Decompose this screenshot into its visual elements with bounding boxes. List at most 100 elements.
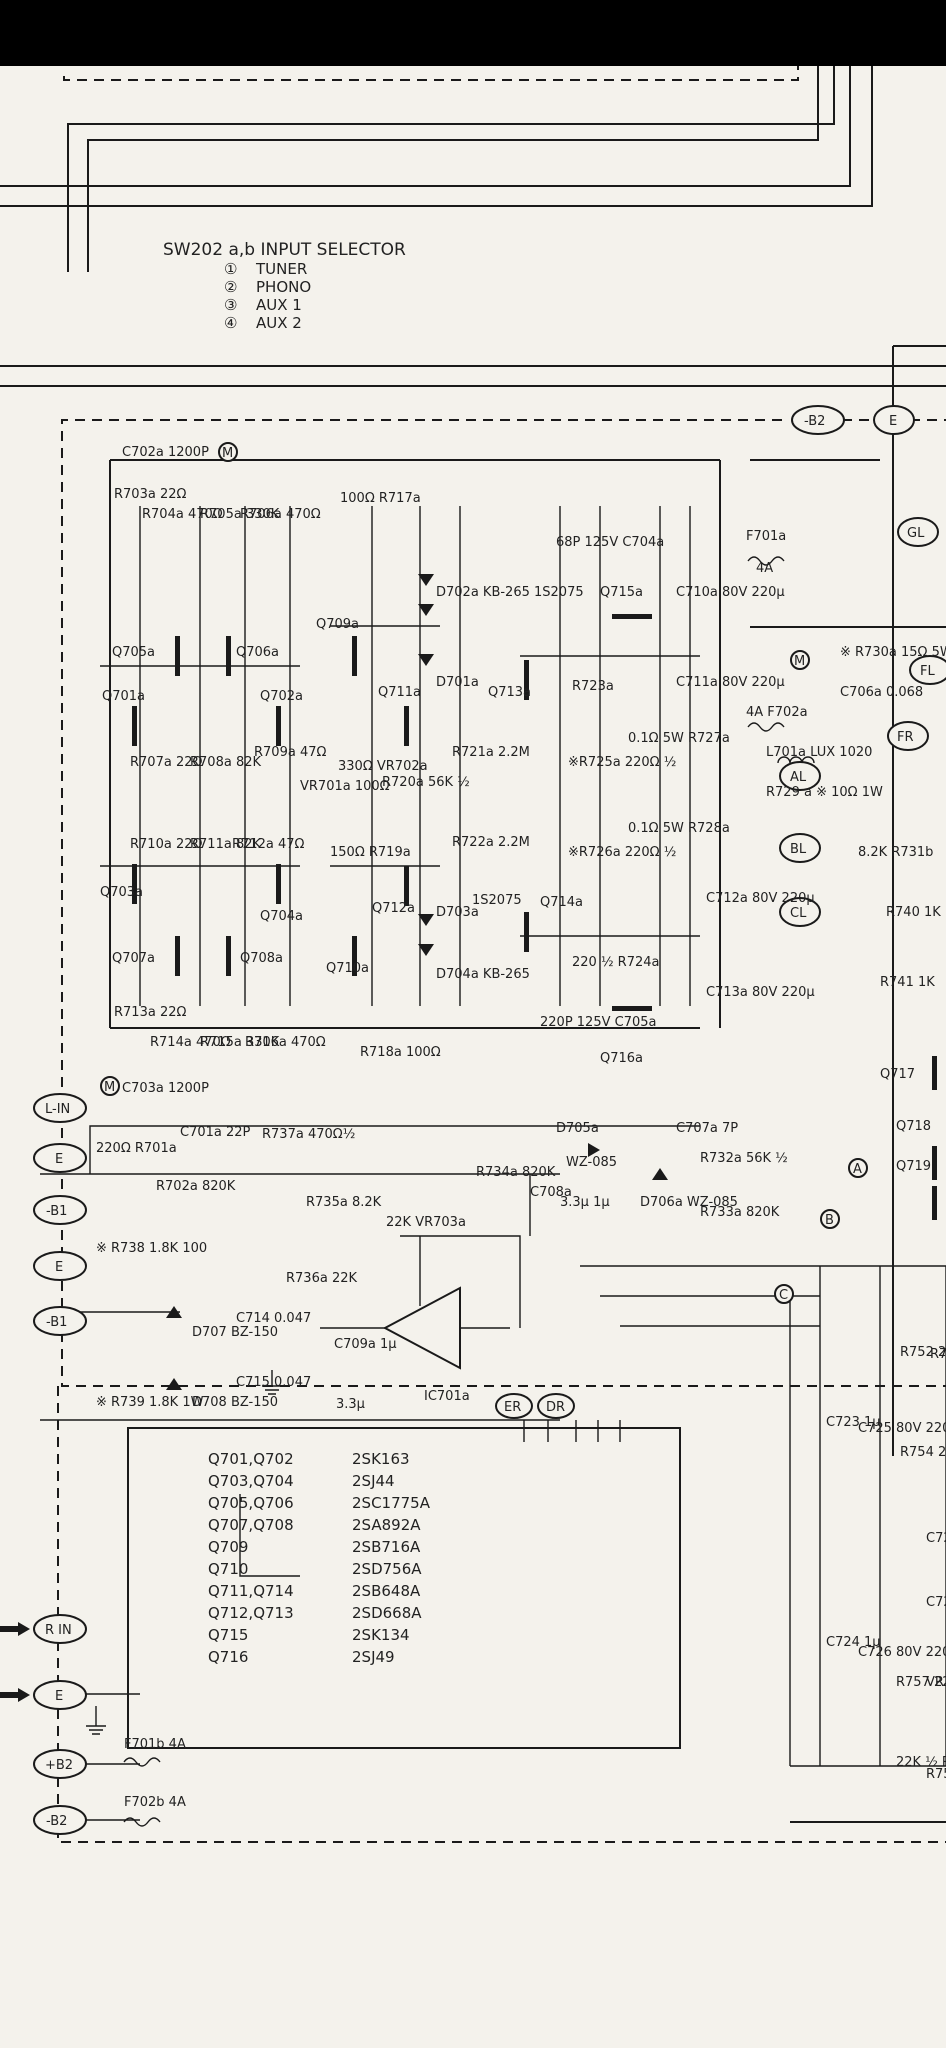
terminal-r-in xyxy=(33,1614,87,1644)
terminal-fr xyxy=(887,721,929,751)
label-c723: C723 1μ xyxy=(826,1415,881,1430)
terminal-fr-label: FR xyxy=(897,730,914,745)
selector-list: ① TUNER ② PHONO ③ AUX 1 ④ AUX 2 xyxy=(224,260,311,332)
selector-label-2: PHONO xyxy=(256,278,311,296)
q715-body xyxy=(612,614,652,619)
label-q714a: Q714a xyxy=(540,895,583,910)
parts-row-2-ref: Q703,Q704 xyxy=(208,1472,294,1490)
parts-row-7-ref: Q711,Q714 xyxy=(208,1582,294,1600)
amp-dashed-frame xyxy=(61,419,946,1387)
terminal-e-2-label: E xyxy=(55,1260,63,1275)
d704-triangle xyxy=(418,944,434,956)
parts-row-1-type: 2SK163 xyxy=(352,1450,410,1468)
label-r757: R757 22K ½ xyxy=(896,1675,946,1690)
selector-num-2: ② xyxy=(224,278,237,296)
label-r715a: R715a 330K xyxy=(200,1035,280,1050)
label-c725: C725 80V 220μ xyxy=(858,1421,946,1436)
label-r724a: 220 ½ R724a xyxy=(572,955,660,970)
label-q718: Q718 xyxy=(896,1119,931,1134)
q713-body xyxy=(524,660,529,700)
terminal-b1-2-label: -B1 xyxy=(46,1315,67,1330)
label-d707: D707 BZ-150 xyxy=(192,1325,278,1340)
label-r752: R752 22K ½ xyxy=(900,1345,946,1360)
label-c726: C726 80V 220μ xyxy=(858,1645,946,1660)
label-q717: Q717 xyxy=(880,1067,915,1082)
d705-triangle xyxy=(588,1143,600,1157)
label-q709a: Q709a xyxy=(316,617,359,632)
q702-body xyxy=(276,706,281,746)
label-r719a: 150Ω R719a xyxy=(330,845,411,860)
marker-c xyxy=(774,1284,794,1304)
label-r714a: R714a 470Ω xyxy=(150,1035,231,1050)
q709-body xyxy=(352,636,357,676)
terminal-b1-2 xyxy=(33,1306,87,1336)
terminal-gl-label: GL xyxy=(907,526,925,541)
label-vr703a: 22K VR703a xyxy=(386,1215,466,1230)
q706-body xyxy=(226,636,231,676)
selector-label-1: TUNER xyxy=(255,260,307,278)
parts-row-5-type: 2SB716A xyxy=(352,1538,421,1556)
label-c702a: C702a 1200P xyxy=(122,445,209,460)
label-r713a: R713a 22Ω xyxy=(114,1005,186,1020)
parts-row-4-ref: Q707,Q708 xyxy=(208,1516,294,1534)
terminal-gl xyxy=(897,517,939,547)
terminal-cl-label: CL xyxy=(790,906,807,921)
label-r755: 22K ½ R755 xyxy=(896,1755,946,1770)
feedback-wires-2 xyxy=(89,1125,700,1236)
terminal-bl-label: BL xyxy=(790,842,807,857)
label-c724: C724 1μ xyxy=(826,1635,881,1650)
right-terminals: GL FL FR AL BL CL xyxy=(779,517,946,927)
label-wz085a: WZ-085 xyxy=(566,1155,617,1170)
schematic-drawing: SW202 a,b INPUT SELECTOR ① TUNER ② PHONO… xyxy=(0,66,946,1843)
label-d708: D708 BZ-150 xyxy=(192,1395,278,1410)
terminal-al xyxy=(779,761,821,791)
label-r723a: R723a xyxy=(572,679,614,694)
fuse-f701b xyxy=(123,1757,161,1767)
q703-body xyxy=(132,864,137,904)
er-dr-wires xyxy=(523,1420,621,1442)
label-r706a: R706a 470Ω xyxy=(240,507,321,522)
input-stage-wires xyxy=(139,506,291,1006)
terminal-e-3-label: E xyxy=(55,1689,63,1704)
label-r753: R753 27K xyxy=(930,1347,946,1362)
label-r722a: R722a 2.2M xyxy=(452,835,530,850)
parts-row-8-ref: Q712,Q713 xyxy=(208,1604,294,1622)
parts-row-3-ref: Q705,Q706 xyxy=(208,1494,294,1512)
label-r701a: 220Ω R701a xyxy=(96,1141,177,1156)
bus-line-2 xyxy=(67,66,835,272)
label-r707a: R707a 22Ω xyxy=(130,755,202,770)
q718-body xyxy=(932,1146,937,1180)
terminal-b2-plus xyxy=(33,1749,87,1779)
d708-triangle xyxy=(166,1378,182,1390)
label-d701a: D701a xyxy=(436,675,479,690)
q712-body xyxy=(404,866,409,906)
label-q710a: Q710a xyxy=(326,961,369,976)
terminal-b2-minus xyxy=(33,1805,87,1835)
parts-table-box xyxy=(127,1427,681,1749)
label-r705a: R705a 330K xyxy=(200,507,280,522)
label-q704a: Q704a xyxy=(260,909,303,924)
label-d1s2075: 1S2075 xyxy=(472,893,522,908)
label-r717a: 100Ω R717a xyxy=(340,491,421,506)
m-marker-top-label: M xyxy=(222,446,233,461)
selector-num-3: ③ xyxy=(224,296,237,314)
label-r754: R754 22K xyxy=(900,1445,946,1460)
label-c709a: C709a 1μ xyxy=(334,1337,397,1352)
label-vr702a: 330Ω VR702a xyxy=(338,759,428,774)
selector-label-4: AUX 2 xyxy=(256,314,302,332)
q711-body xyxy=(404,706,409,746)
m-marker-right xyxy=(790,650,810,670)
terminal-l-in-label: L-IN xyxy=(45,1102,70,1117)
terminal-l-in xyxy=(33,1093,87,1123)
label-r741: R741 1K xyxy=(880,975,935,990)
protection-wires xyxy=(819,1266,946,1766)
fuse-f702a xyxy=(747,722,785,732)
label-c711a: C711a 80V 220μ xyxy=(676,675,785,690)
label-q712a: Q712a xyxy=(372,901,415,916)
marker-b xyxy=(820,1209,840,1229)
label-q713a: Q713a xyxy=(488,685,531,700)
parts-row-2-type: 2SJ44 xyxy=(352,1472,395,1490)
label-d702a: D702a KB-265 1S2075 xyxy=(436,585,584,600)
label-vr705: VR705 10K xyxy=(926,1675,946,1690)
left-terminals: L-IN E -B1 E -B1 R IN E +B2 -B2 xyxy=(33,1093,87,1835)
